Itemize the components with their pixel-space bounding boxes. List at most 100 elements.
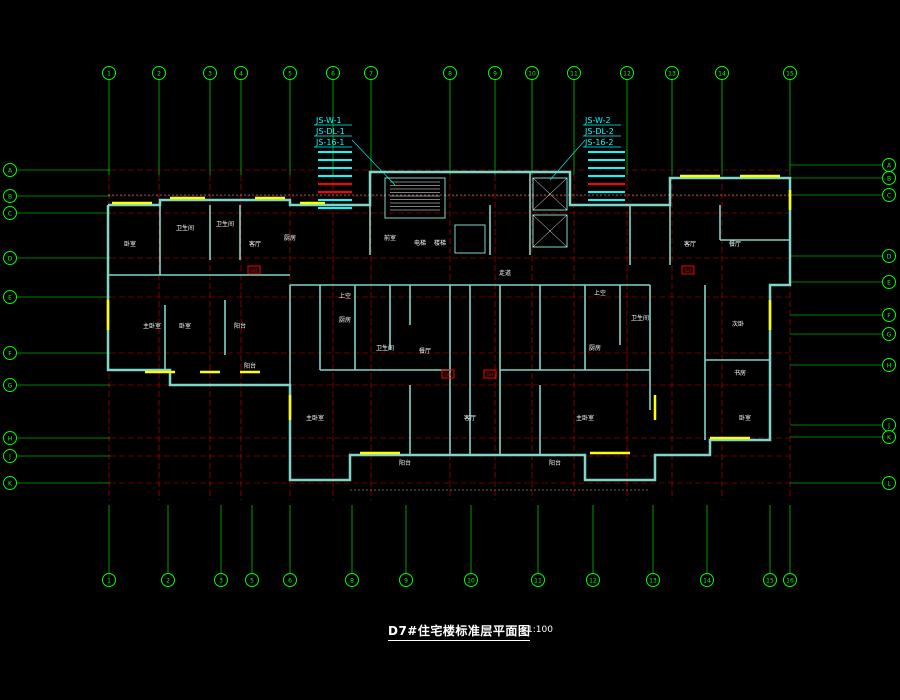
grid-bubble-left-2 xyxy=(3,206,17,220)
grid-bubble-left-3 xyxy=(3,251,17,265)
grid-bubble-top-7-label: 8 xyxy=(448,71,452,78)
grid-bubble-top-11 xyxy=(620,66,634,80)
grid-bubble-top-4-label: 5 xyxy=(288,71,292,78)
grid-bubble-bottom-11 xyxy=(700,573,714,587)
elevator-x2-1 xyxy=(532,214,568,248)
duct-shaft xyxy=(454,224,486,254)
grid-bubble-left-9 xyxy=(3,476,17,490)
grid-bubble-bottom-7 xyxy=(464,573,478,587)
grid-bubble-bottom-8-label: 11 xyxy=(534,578,542,585)
grid-bubble-right-9 xyxy=(882,430,896,444)
grid-bubble-right-10-label: L xyxy=(887,481,891,488)
grid-bubble-bottom-5-label: 8 xyxy=(350,578,354,585)
grid-bubble-top-9-label: 10 xyxy=(528,71,536,78)
room-label-14: 前室 xyxy=(384,234,396,242)
equipment-tag-label-3: BH xyxy=(685,268,691,273)
grid-bubble-top-2 xyxy=(203,66,217,80)
grid-bubble-bottom-9-label: 12 xyxy=(589,578,597,585)
grid-bubble-bottom-10 xyxy=(646,573,660,587)
grid-bubble-right-5 xyxy=(882,308,896,322)
grid-bubble-right-1 xyxy=(882,171,896,185)
grid-bubble-right-0-label: A xyxy=(887,163,892,170)
grid-bubble-top-10-label: 11 xyxy=(570,71,578,78)
grid-bubble-bottom-5 xyxy=(345,573,359,587)
equipment-tag-label-2: BH xyxy=(487,372,493,377)
grid-bubble-bottom-0-label: 1 xyxy=(107,578,111,585)
elevator-x2-0 xyxy=(532,177,568,211)
grid-bubble-top-12 xyxy=(665,66,679,80)
callout-right-2: JS-16-2 xyxy=(584,138,613,147)
equipment-tag-2 xyxy=(483,369,497,379)
grid-bubble-top-13 xyxy=(715,66,729,80)
grid-bubble-bottom-0 xyxy=(102,573,116,587)
callout-left-0: JS-W-1 xyxy=(315,116,342,125)
grid-bubble-bottom-6-label: 9 xyxy=(404,578,408,585)
grid-bubble-right-7-label: H xyxy=(887,363,892,370)
grid-bubble-left-0 xyxy=(3,163,17,177)
grid-bubble-left-0-label: A xyxy=(8,168,13,175)
room-label-2: 卫生间 xyxy=(216,220,234,228)
room-label-6: 卧室 xyxy=(179,322,191,330)
grid-bubble-left-8-label: J xyxy=(8,454,11,461)
grid-bubble-top-9 xyxy=(525,66,539,80)
elevator-shaft-1 xyxy=(532,214,568,248)
grid-bubble-left-3-label: D xyxy=(8,256,13,263)
grid-bubble-top-0 xyxy=(102,66,116,80)
grid-bubble-bottom-11-label: 14 xyxy=(703,578,711,585)
room-label-16: 主卧室 xyxy=(576,414,594,422)
grid-bubble-left-1-label: B xyxy=(8,194,12,201)
room-label-20: 卧室 xyxy=(739,414,751,422)
room-label-11: 电梯 xyxy=(414,239,426,247)
room-label-19: 次卧 xyxy=(732,320,744,328)
room-label-28: 阳台 xyxy=(549,459,561,467)
room-label-7: 阳台 xyxy=(234,322,246,330)
grid-bubble-bottom-13-label: 16 xyxy=(786,578,794,585)
grid-bubble-top-14-label: 15 xyxy=(786,71,794,78)
room-label-26: 主卧室 xyxy=(306,414,324,422)
grid-bubble-right-7 xyxy=(882,358,896,372)
grid-bubble-bottom-1-label: 2 xyxy=(166,578,170,585)
grid-bubble-bottom-2 xyxy=(214,573,228,587)
grid-bubble-bottom-4-label: 6 xyxy=(288,578,292,585)
grid-bubble-right-9-label: K xyxy=(887,435,892,442)
grid-bubble-right-2 xyxy=(882,188,896,202)
grid-bubble-right-4 xyxy=(882,275,896,289)
grid-bubble-right-8-label: J xyxy=(887,423,890,430)
grid-bubble-left-6 xyxy=(3,378,17,392)
room-label-9: 卫生间 xyxy=(376,344,394,352)
room-label-27: 阳台 xyxy=(399,459,411,467)
equipment-tag-0 xyxy=(247,265,261,275)
leader-left xyxy=(351,139,396,186)
grid-bubble-right-4-label: E xyxy=(887,280,891,287)
callout-left-1: JS-DL-1 xyxy=(315,127,345,136)
drawing-title-text: D7#住宅楼标准层平面图 xyxy=(388,624,531,638)
grid-bubble-left-7-label: H xyxy=(8,436,13,443)
room-label-1: 卫生间 xyxy=(176,224,194,232)
grid-bubble-bottom-3-label: 5 xyxy=(250,578,254,585)
room-label-15: 客厅 xyxy=(464,414,476,422)
grid-bubble-bottom-12 xyxy=(763,573,777,587)
grid-bubble-top-2-label: 3 xyxy=(208,71,212,78)
grid-bubble-top-14 xyxy=(783,66,797,80)
grid-bubble-top-12-label: 13 xyxy=(668,71,676,78)
grid-bubble-left-7 xyxy=(3,431,17,445)
equipment-tag-label-0: BH xyxy=(251,268,257,273)
grid-bubble-right-3 xyxy=(882,249,896,263)
grid-bubble-bottom-2-label: 3 xyxy=(219,578,223,585)
grid-bubble-bottom-10-label: 13 xyxy=(649,578,657,585)
grid-bubble-bottom-9 xyxy=(586,573,600,587)
grid-bubble-right-5-label: F xyxy=(887,313,891,320)
grid-bubble-left-1 xyxy=(3,189,17,203)
room-label-21: 书房 xyxy=(734,369,746,377)
grid-bubble-left-6-label: G xyxy=(8,383,13,390)
grid-bubble-bottom-7-label: 10 xyxy=(467,578,475,585)
callout-right-1: JS-DL-2 xyxy=(584,127,614,136)
grid-bubble-left-9-label: K xyxy=(8,481,13,488)
room-label-22: 上空 xyxy=(594,289,606,297)
equipment-tag-1 xyxy=(441,369,455,379)
room-label-5: 主卧室 xyxy=(143,322,161,330)
grid-bubble-top-3-label: 4 xyxy=(239,71,243,78)
grid-bubble-bottom-6 xyxy=(399,573,413,587)
room-label-29: 阳台 xyxy=(244,362,256,370)
